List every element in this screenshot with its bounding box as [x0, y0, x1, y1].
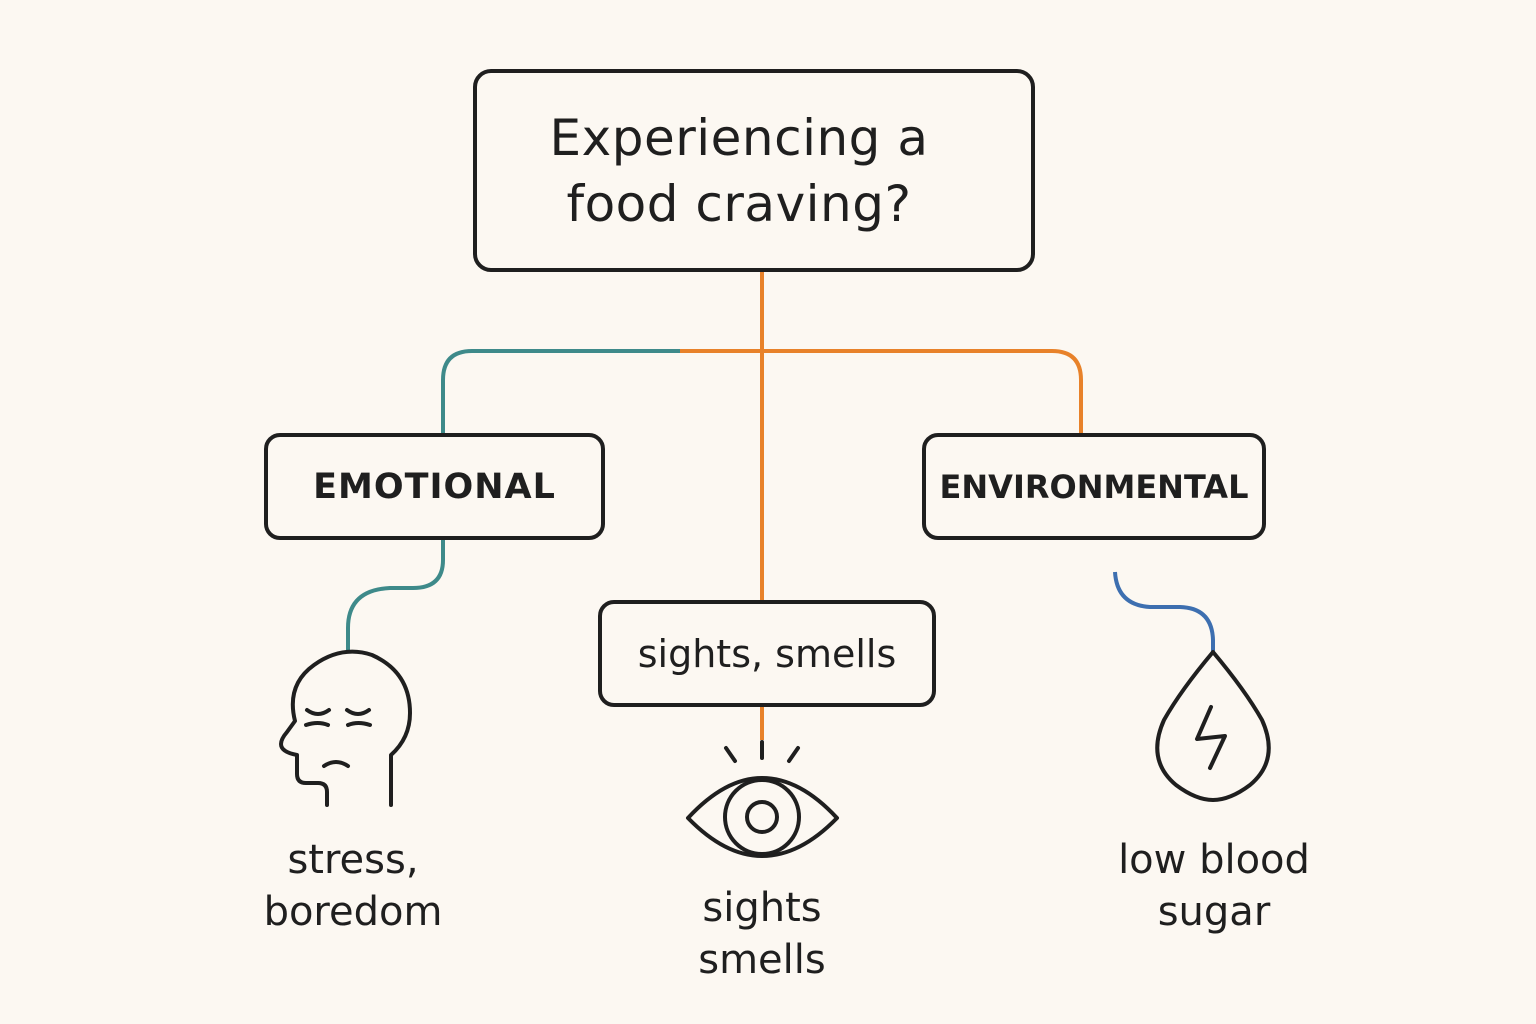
eye-icon [686, 740, 839, 858]
environmental-label: ENVIRONMENTAL [939, 467, 1249, 506]
root-question-text: Experiencing a food craving? [549, 108, 929, 233]
root-question-box: Experiencing a food craving? [473, 69, 1035, 272]
caption-stress-boredom: stress, boredom [263, 837, 443, 935]
sights-smells-label: sights, smells [637, 631, 897, 676]
caption-low-blood-sugar: low blood sugar [1118, 837, 1310, 935]
stressed-head-icon [279, 649, 412, 807]
teal-connector-emotional [441, 349, 680, 433]
emotional-category-box: EMOTIONAL [264, 433, 605, 540]
drop-lightning-icon [1155, 650, 1271, 802]
blue-connector-drop [1113, 571, 1215, 652]
teal-connector-head [346, 540, 445, 650]
sights-smells-box: sights, smells [598, 600, 936, 707]
caption-sights-smells: sights smells [698, 885, 826, 983]
emotional-label: EMOTIONAL [313, 466, 556, 507]
orange-connector-environmental [680, 349, 1083, 433]
environmental-category-box: ENVIRONMENTAL [922, 433, 1266, 540]
